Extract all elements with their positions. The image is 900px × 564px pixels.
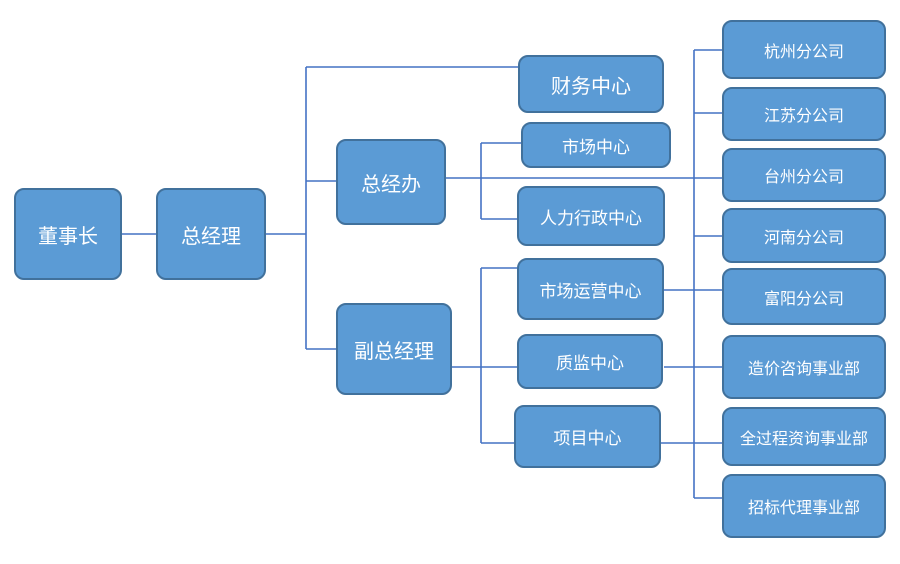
node-division-cost-consulting: 造价咨询事业部 (722, 335, 886, 399)
node-vice-gm: 副总经理 (336, 303, 452, 395)
node-gm-office: 总经办 (336, 139, 446, 225)
node-quality-center: 质监中心 (517, 334, 663, 389)
node-branch-fuyang: 富阳分公司 (722, 268, 886, 325)
node-branch-hangzhou: 杭州分公司 (722, 20, 886, 79)
node-branch-taizhou: 台州分公司 (722, 148, 886, 202)
node-division-bidding-agency: 招标代理事业部 (722, 474, 886, 538)
node-gm: 总经理 (156, 188, 266, 280)
node-branch-henan: 河南分公司 (722, 208, 886, 263)
node-chairman: 董事长 (14, 188, 122, 280)
node-hr-admin-center: 人力行政中心 (517, 186, 665, 246)
node-market-center: 市场中心 (521, 122, 671, 168)
node-market-ops-center: 市场运营中心 (517, 258, 664, 320)
node-project-center: 项目中心 (514, 405, 661, 468)
node-finance-center: 财务中心 (518, 55, 664, 113)
node-division-full-process: 全过程资询事业部 (722, 407, 886, 466)
node-branch-jiangsu: 江苏分公司 (722, 87, 886, 141)
